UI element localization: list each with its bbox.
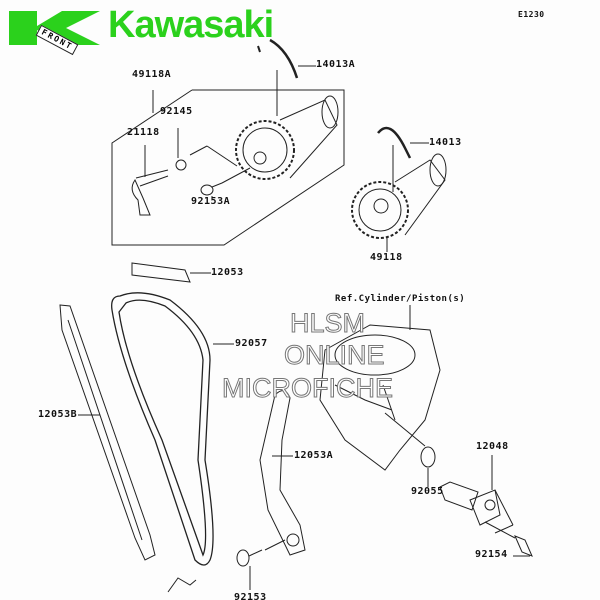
part-label-92153[interactable]: 92153 [234, 592, 267, 600]
o-ring-92055 [420, 446, 436, 468]
watermark-line3: MICROFICHE [222, 373, 394, 403]
guide-12053B [59, 304, 156, 561]
bolt-92153A [200, 184, 214, 196]
part-label-49118A[interactable]: 49118A [132, 69, 172, 80]
camshaft-49118 [351, 153, 447, 239]
watermark-line1: HLSM [289, 308, 366, 338]
bolt-92153 [236, 549, 250, 567]
part-label-92145[interactable]: 92145 [160, 106, 193, 117]
part-label-92154[interactable]: 92154 [475, 549, 508, 560]
diagram-code: E1230 [518, 10, 545, 19]
camshaft-49118A [235, 95, 339, 180]
part-label-12053[interactable]: 12053 [211, 267, 244, 278]
tensioner-arm-12053A [259, 390, 306, 556]
assembly-box [111, 89, 345, 246]
part-label-92153A[interactable]: 92153A [191, 196, 231, 207]
part-label-12053A[interactable]: 12053A [294, 450, 334, 461]
ref-cylinder-piston-link[interactable]: Ref.Cylinder/Piston(s) [335, 294, 466, 304]
part-label-49118[interactable]: 49118 [370, 252, 403, 263]
clip-14013A [269, 38, 299, 79]
part-label-21118[interactable]: 21118 [127, 127, 160, 138]
part-label-12048[interactable]: 12048 [476, 441, 509, 452]
washer-92145 [175, 159, 187, 171]
bolt-92154 [514, 535, 533, 557]
part-label-14013[interactable]: 14013 [429, 137, 462, 148]
timing-chain-92057 [111, 292, 214, 566]
brand-logo: Kawasaki [108, 4, 274, 46]
clip-14013 [377, 126, 412, 159]
watermark-line2: ONLINE [284, 340, 386, 370]
part-label-92057[interactable]: 92057 [235, 338, 268, 349]
cylinder [319, 324, 441, 471]
part-label-14013A[interactable]: 14013A [316, 59, 356, 70]
cam-chain-tensioner-12048 [439, 481, 501, 526]
part-label-12053B[interactable]: 12053B [38, 409, 78, 420]
part-label-92055[interactable]: 92055 [411, 486, 444, 497]
guide-12053 [131, 262, 191, 283]
lever-21118 [131, 169, 169, 216]
